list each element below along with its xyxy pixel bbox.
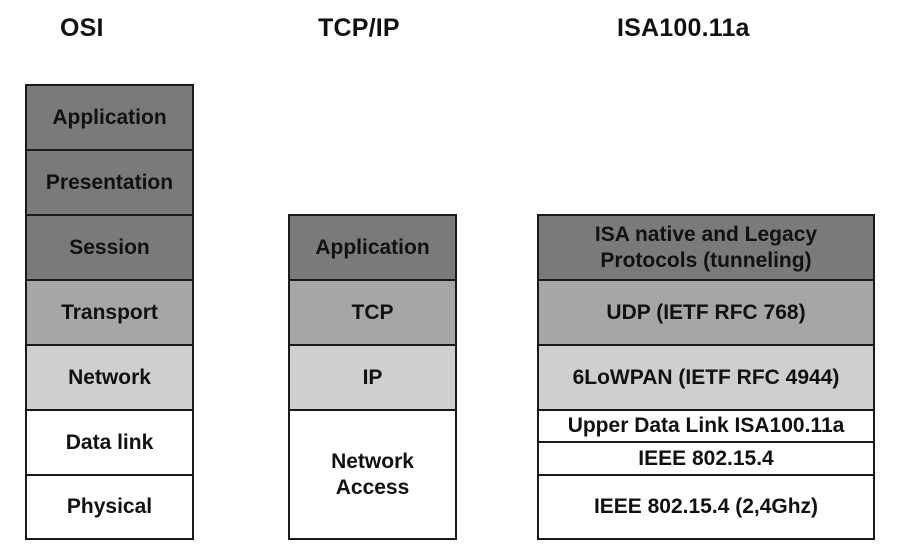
isa-stack: ISA native and Legacy Protocols (tunneli… (537, 214, 875, 540)
osi-layer-session: Session (25, 214, 194, 281)
osi-layer-network: Network (25, 344, 194, 411)
osi-layer-presentation: Presentation (25, 149, 194, 216)
tcpip-layer-tcp: TCP (288, 279, 457, 346)
tcpip-header: TCP/IP (318, 14, 400, 42)
tcpip-layer-application: Application (288, 214, 457, 281)
isa-layer-upper-data-link: Upper Data Link ISA100.11a (537, 409, 875, 443)
osi-layer-transport: Transport (25, 279, 194, 346)
isa-layer-6lowpan: 6LoWPAN (IETF RFC 4944) (537, 344, 875, 411)
tcpip-stack: Application TCP IP Network Access (288, 214, 457, 540)
isa-layer-ieee-802-15-4-phy: IEEE 802.15.4 (2,4Ghz) (537, 474, 875, 540)
isa-layer-udp: UDP (IETF RFC 768) (537, 279, 875, 346)
osi-stack: Application Presentation Session Transpo… (25, 84, 194, 540)
isa-header: ISA100.11a (617, 14, 750, 42)
osi-layer-application: Application (25, 84, 194, 151)
osi-layer-data-link: Data link (25, 409, 194, 476)
osi-header: OSI (60, 14, 104, 42)
tcpip-layer-ip: IP (288, 344, 457, 411)
tcpip-layer-network-access: Network Access (288, 409, 457, 540)
isa-layer-ieee-802-15-4: IEEE 802.15.4 (537, 441, 875, 476)
isa-layer-native-legacy: ISA native and Legacy Protocols (tunneli… (537, 214, 875, 281)
osi-layer-physical: Physical (25, 474, 194, 540)
